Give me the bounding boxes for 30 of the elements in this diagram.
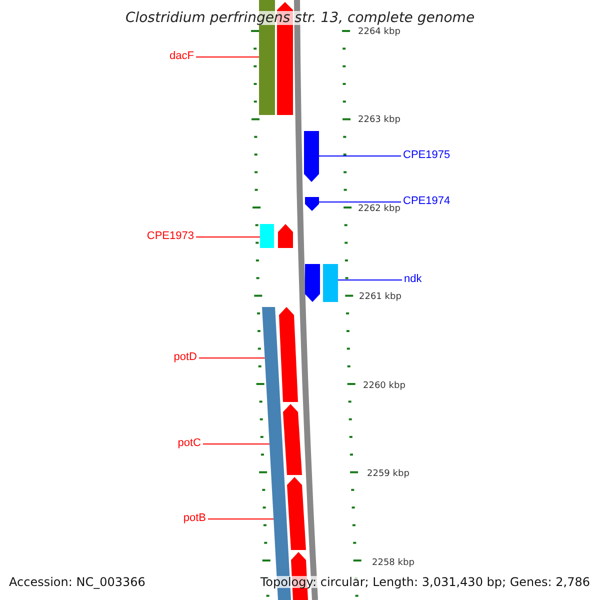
gene-label: potB (183, 512, 206, 524)
gene-segment (305, 264, 320, 302)
gene-label: CPE1974 (403, 196, 450, 206)
gene-label: potC (178, 438, 201, 448)
gene-segment (279, 307, 298, 402)
gene-segment (283, 404, 302, 475)
gene-segment (304, 131, 319, 182)
gene-label: CPE1975 (403, 150, 450, 160)
scale-label: 2263 kbp (358, 116, 400, 124)
leader-line (196, 236, 260, 238)
feature-bar (260, 224, 274, 248)
scale-label: 2259 kbp (367, 470, 410, 478)
accession-text: Accession: NC_003366 (9, 576, 146, 588)
gene-segment (278, 224, 293, 248)
gene-label: potD (174, 352, 197, 362)
genome-summary-text: Topology: circular; Length: 3,031,430 bp; Genes: 2,786 (260, 576, 590, 588)
scale-label: 2260 kbp (363, 382, 406, 390)
gene-segment (305, 197, 319, 211)
feature-bar (323, 264, 338, 302)
scale-label: 2261 kbp (359, 292, 402, 302)
leader-line (208, 518, 274, 520)
scale-label: 2264 kbp (358, 28, 400, 36)
scale-label: 2262 kbp (358, 204, 400, 214)
title: Clostridium perfringens str. 13, complete genome (125, 11, 475, 25)
gene-label: ndk (404, 274, 422, 284)
scale-label: 2258 kbp (372, 558, 414, 568)
gene-segment (287, 477, 306, 550)
gene-label: CPE1973 (146, 230, 194, 242)
leader-line (196, 56, 260, 58)
gene-label: dacF (170, 50, 194, 62)
